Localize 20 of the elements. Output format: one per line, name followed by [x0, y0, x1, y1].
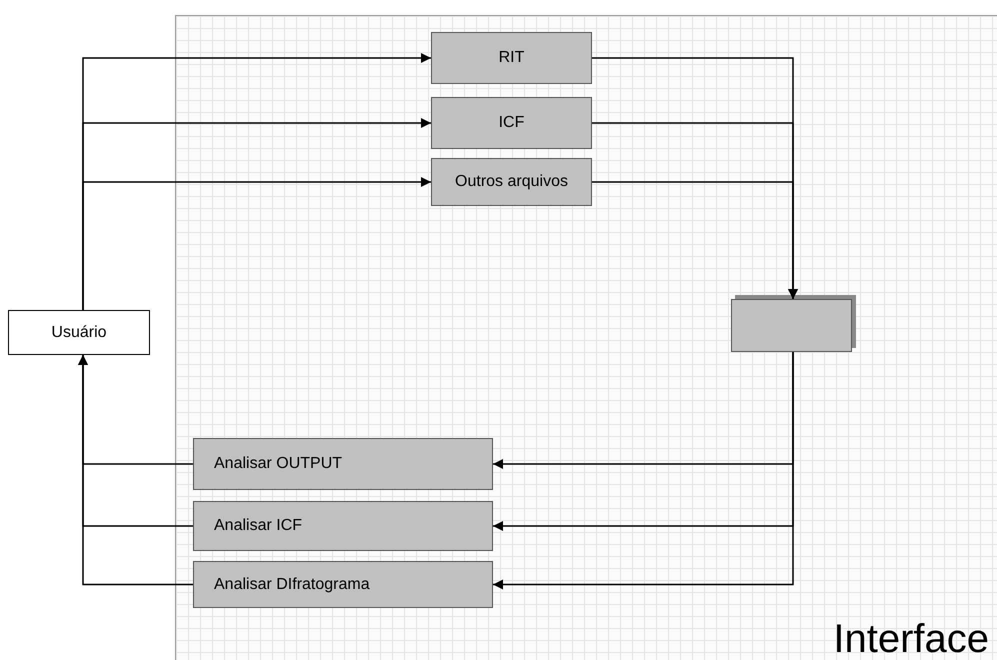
node-label: RIT: [498, 49, 524, 67]
process-box: [431, 158, 592, 206]
arrow: [493, 352, 794, 590]
process-box: [431, 32, 592, 84]
interface-panel: [175, 15, 997, 660]
panel-title: Interface: [833, 619, 989, 659]
node-label: Analisar ICF: [214, 517, 302, 535]
node-label: Analisar DIfratograma: [214, 576, 370, 594]
user-box: [8, 310, 150, 355]
arrow: [82, 177, 431, 310]
node-label: Outros arquivos: [455, 173, 568, 191]
node-label: Usuário: [51, 324, 107, 342]
process-box: [193, 438, 493, 490]
arrow: [592, 181, 798, 299]
arrow: [78, 355, 193, 586]
node-label: Analisar OUTPUT: [214, 455, 342, 473]
process-box: [193, 501, 493, 551]
node-label: ICF: [498, 114, 524, 132]
process-box: [193, 561, 493, 608]
process-box: [431, 97, 592, 149]
